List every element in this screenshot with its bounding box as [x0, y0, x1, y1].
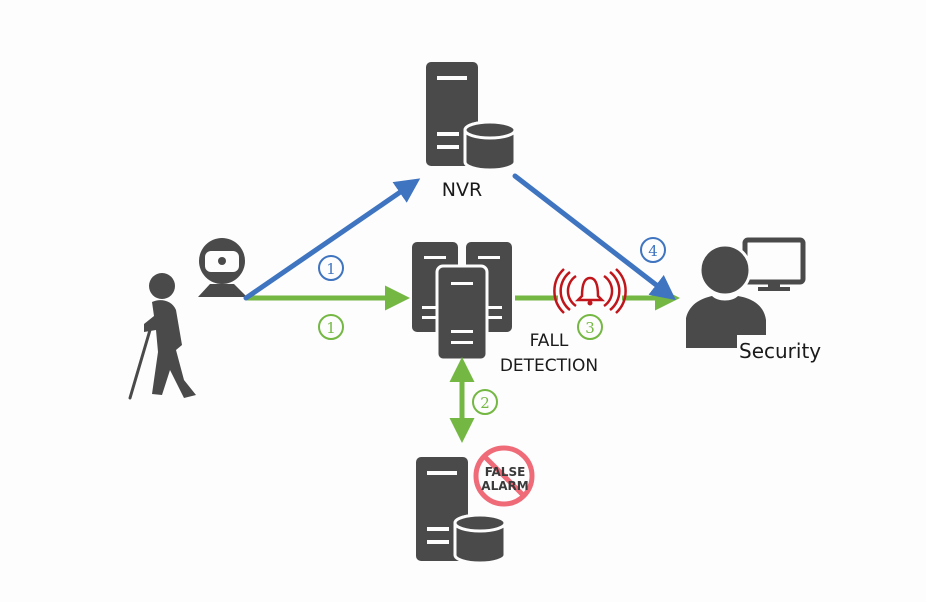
step-badge-camera-to-nvr: 1 [318, 255, 344, 281]
step-number: 4 [648, 242, 658, 260]
server-database-icon [416, 457, 507, 565]
elderly-person-with-cane-icon [128, 273, 196, 400]
webcam-icon [198, 238, 247, 297]
user-with-monitor-icon [686, 237, 806, 348]
ringing-bell-alarm-icon [553, 268, 627, 314]
fall-detection-label-line1: FALL [530, 331, 569, 351]
step-number: 3 [585, 319, 595, 337]
fall-detection-node[interactable]: FALL DETECTION [412, 242, 598, 376]
flow-arrow-camera-to-nvr [243, 178, 421, 301]
step-number: 1 [326, 260, 336, 278]
step-badge-fall-detection-to-security: 3 [577, 314, 603, 340]
server-cluster-icon [412, 242, 512, 362]
false-alarm-badge-line2: ALARM [481, 479, 528, 493]
step-number: 2 [480, 394, 490, 412]
nvr-label: NVR [442, 179, 482, 201]
false-alarm-badge-line1: FALSE [485, 465, 526, 479]
flow-arrow-nvr-to-security [512, 173, 676, 301]
step-number: 1 [326, 319, 336, 337]
security-label: Security [739, 339, 821, 363]
nvr-node[interactable]: NVR [426, 62, 517, 201]
step-badge-nvr-to-security: 4 [640, 237, 666, 263]
false-alarm-db-node[interactable]: FALSE ALARM [416, 445, 535, 565]
prohibited-sign-icon: FALSE ALARM [473, 445, 535, 507]
security-node[interactable]: Security [686, 237, 832, 365]
step-badge-camera-to-fall-detection: 1 [318, 314, 344, 340]
server-database-icon [426, 62, 517, 172]
fall-detection-label-line2: DETECTION [500, 356, 598, 376]
step-badge-fall-detection-to-false-alarm-db: 2 [472, 389, 498, 415]
